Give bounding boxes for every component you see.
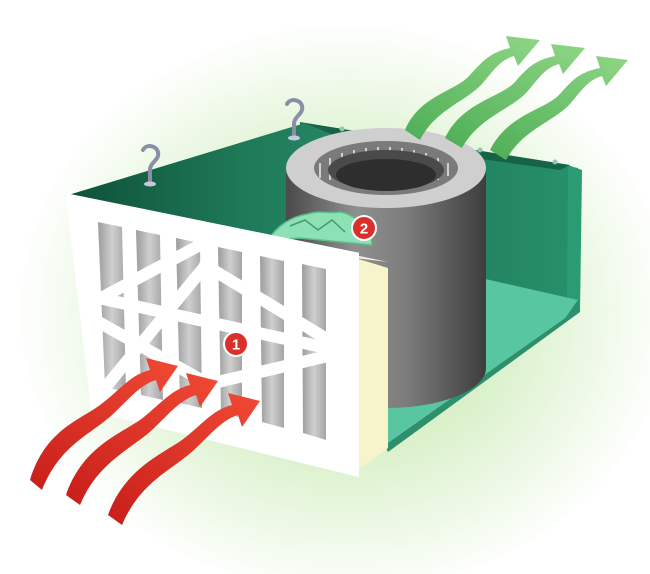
marker-1: 1 (223, 331, 249, 357)
housing-right-edge (567, 165, 582, 312)
intake-arrows (30, 358, 260, 525)
primary-filter (65, 192, 359, 478)
exhaust-arrow-icon (405, 36, 540, 140)
secondary-filter-detail (289, 219, 346, 233)
intake-arrow-icon (108, 393, 260, 525)
hook-base (144, 181, 156, 187)
intake-arrow-icon (66, 373, 218, 505)
intake-arrow-icon (30, 358, 178, 490)
hook-base (288, 135, 300, 141)
filter-side-face (355, 258, 388, 472)
marker-2-label: 2 (360, 221, 368, 238)
marker-1-label: 1 (232, 337, 240, 354)
marker-2: 2 (351, 215, 377, 241)
hook-icon (285, 98, 305, 138)
exhaust-arrow-icon (490, 56, 628, 160)
housing-floor-edge (385, 300, 580, 452)
exhaust-arrows (405, 36, 628, 160)
filter-frame-braces (79, 239, 351, 406)
exhaust-arrow-icon (445, 44, 585, 148)
hook-icon (141, 144, 161, 184)
